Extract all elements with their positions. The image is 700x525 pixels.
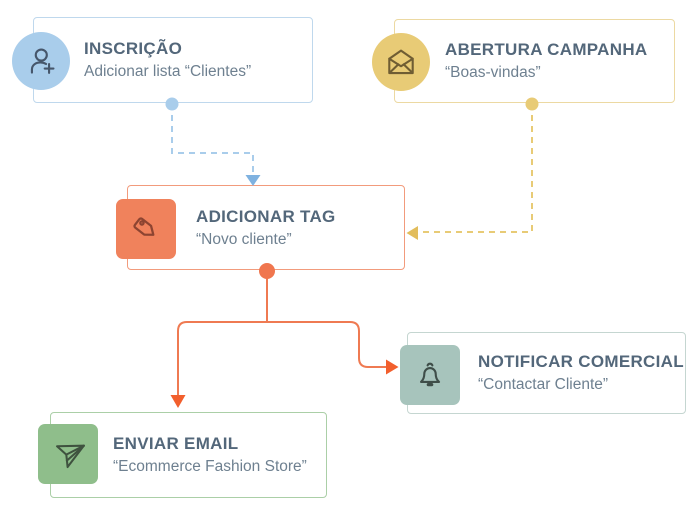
connector-tag-to-notificar [267,321,386,368]
connector-abertura-to-tag [419,104,533,233]
paper-plane-icon-badge [38,424,98,484]
node-title: INSCRIÇÃO [84,39,183,58]
arrowhead-into-email [170,395,186,408]
node-notificar-comercial[interactable]: NOTIFICAR COMERCIAL “Contactar Cliente” [400,332,686,414]
node-title: ABERTURA CAMPANHA [445,40,648,59]
open-envelope-icon [388,49,414,75]
connector-tag-to-email [177,321,267,395]
connector-inscricao-to-tag [171,104,254,173]
bell-icon-badge [400,345,460,405]
node-adicionar-tag[interactable]: ADICIONAR TAG “Novo cliente” [116,185,405,270]
node-subtitle: Adicionar lista “Clientes” [84,63,252,80]
node-subtitle: “Novo cliente” [196,230,292,248]
node-subtitle: “Boas-vindas” [445,64,541,81]
node-title: ADICIONAR TAG [196,206,336,226]
user-plus-icon-badge [12,32,70,90]
tag-icon [133,217,155,236]
node-enviar-email[interactable]: ENVIAR EMAIL “Ecommerce Fashion Store” [38,412,327,498]
node-subtitle: “Contactar Cliente” [478,376,609,393]
tag-icon-badge [116,199,176,259]
arrowhead-into-tag-right [406,226,418,240]
user-plus-icon [30,48,55,74]
open-envelope-icon-badge [372,33,430,91]
node-abertura-campanha[interactable]: ABERTURA CAMPANHA “Boas-vindas” [372,19,675,103]
arrowhead-into-notificar [386,359,399,375]
node-subtitle: “Ecommerce Fashion Store” [113,458,307,475]
bell-icon [419,362,441,387]
node-title: ENVIAR EMAIL [113,434,239,453]
node-title: NOTIFICAR COMERCIAL [478,352,684,371]
node-inscricao[interactable]: INSCRIÇÃO Adicionar lista “Clientes” [12,17,313,103]
paper-plane-icon [55,444,85,469]
